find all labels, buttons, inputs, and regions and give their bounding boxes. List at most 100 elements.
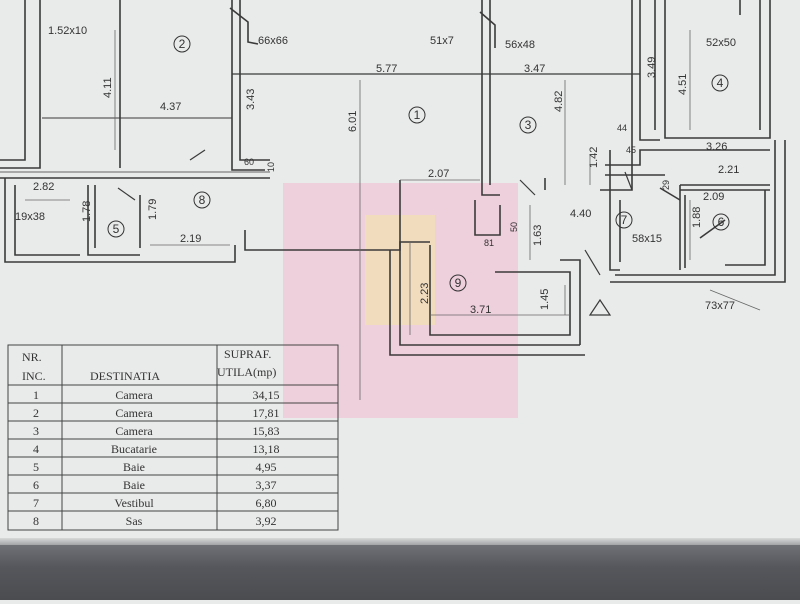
room-number-2: 2 xyxy=(179,37,186,51)
walls xyxy=(0,0,786,356)
dim-label: 1.42 xyxy=(588,147,600,168)
table-cell-nr: 3 xyxy=(33,424,39,438)
room-number-4: 4 xyxy=(717,76,724,90)
dim-label: 73x77 xyxy=(705,300,735,312)
table-cell-destinatia: Vestibul xyxy=(114,496,154,510)
table-row: 4 Bucatarie 13,18 xyxy=(33,442,280,456)
room-marker-7: 7 xyxy=(615,211,633,229)
room-number-5: 5 xyxy=(113,222,120,236)
room-marker-8: 8 xyxy=(193,191,211,209)
room-marker-4: 4 xyxy=(711,74,729,92)
dim-label: 2.23 xyxy=(419,283,431,304)
dim-label: 3.71 xyxy=(470,304,491,316)
dim-label: 19x38 xyxy=(15,211,45,223)
dim-label: 1.78 xyxy=(81,201,93,222)
dim-label: 4.37 xyxy=(160,101,181,113)
dim-label: 2.82 xyxy=(33,181,54,193)
dim-label: 1.88 xyxy=(691,207,703,228)
dim-label: 2.21 xyxy=(718,164,739,176)
monitor-bezel xyxy=(0,545,800,600)
dim-label: 44 xyxy=(617,123,627,133)
dim-label: 45 xyxy=(626,145,636,155)
table-cell-suprafata: 15,83 xyxy=(253,424,280,438)
table-cell-destinatia: Camera xyxy=(115,406,153,420)
dim-label: 3.43 xyxy=(245,89,257,110)
room-marker-2: 2 xyxy=(173,35,191,53)
room-marker-9: 9 xyxy=(449,274,467,292)
dim-label: 50 xyxy=(509,222,519,232)
room-marker-5: 5 xyxy=(107,220,125,238)
table-cell-suprafata: 6,80 xyxy=(256,496,277,510)
table-header-utila: UTILA(mp) xyxy=(217,365,276,379)
screen-edge xyxy=(0,538,800,546)
surface-table: NR. INC. DESTINATIA SUPRAF. UTILA(mp) 1 … xyxy=(7,344,339,531)
room-number-1: 1 xyxy=(414,108,421,122)
dim-label: 3.47 xyxy=(524,63,545,75)
table-cell-suprafata: 3,37 xyxy=(256,478,277,492)
table-cell-destinatia: Sas xyxy=(126,514,143,528)
dim-label: 56x48 xyxy=(505,39,535,51)
dimension-labels: 1.52x10 66x66 51x7 56x48 52x50 5.77 3.47… xyxy=(15,25,739,316)
dim-label: 3.49 xyxy=(646,57,658,78)
dim-label: 2.19 xyxy=(180,233,201,245)
room-numbers: 1 2 3 4 5 6 7 8 9 xyxy=(107,35,730,292)
table-cell-destinatia: Baie xyxy=(123,478,145,492)
dim-label: 4.40 xyxy=(570,208,591,220)
dim-label: 58x15 xyxy=(632,233,662,245)
table-cell-suprafata: 13,18 xyxy=(253,442,280,456)
table-row: 7 Vestibul 6,80 xyxy=(33,496,277,510)
room-number-3: 3 xyxy=(525,118,532,132)
dim-label: 1.63 xyxy=(532,225,544,246)
dim-label: 29 xyxy=(661,180,671,190)
table-row: 2 Camera 17,81 xyxy=(33,406,280,420)
table-cell-suprafata: 17,81 xyxy=(253,406,280,420)
room-marker-3: 3 xyxy=(519,116,537,134)
room-number-7: 7 xyxy=(621,213,628,227)
table-row: 8 Sas 3,92 xyxy=(33,514,277,528)
table-cell-destinatia: Baie xyxy=(123,460,145,474)
dim-label: 3.26 xyxy=(706,141,727,153)
table-header-destinatia: DESTINATIA xyxy=(90,369,160,383)
table-cell-nr: 8 xyxy=(33,514,39,528)
dim-label: 4.11 xyxy=(102,77,114,98)
dim-label: 1.52x10 xyxy=(48,25,87,37)
table-cell-nr: 1 xyxy=(33,388,39,402)
table-header-nr: NR. xyxy=(22,350,42,364)
dim-label: 4.82 xyxy=(553,91,565,112)
dim-label: 81 xyxy=(484,238,494,248)
dim-label: 2.07 xyxy=(428,168,449,180)
table-cell-destinatia: Camera xyxy=(115,388,153,402)
table-cell-destinatia: Camera xyxy=(115,424,153,438)
dim-label: 4.51 xyxy=(677,74,689,95)
table-cell-nr: 4 xyxy=(33,442,39,456)
dim-label: 66x66 xyxy=(258,35,288,47)
room-number-6: 6 xyxy=(718,215,725,229)
dim-label: 5.77 xyxy=(376,63,397,75)
table-cell-suprafata: 4,95 xyxy=(256,460,277,474)
table-row: 6 Baie 3,37 xyxy=(33,478,277,492)
table-cell-destinatia: Bucatarie xyxy=(111,442,157,456)
table-row: 5 Baie 4,95 xyxy=(33,460,277,474)
table-row: 3 Camera 15,83 xyxy=(33,424,280,438)
table-cell-nr: 2 xyxy=(33,406,39,420)
table-header-inc: INC. xyxy=(22,369,46,383)
dim-label: 6.01 xyxy=(347,111,359,132)
room-marker-6: 6 xyxy=(712,213,730,231)
table-row: 1 Camera 34,15 xyxy=(33,388,280,402)
dim-label: 1.79 xyxy=(147,199,159,220)
table-header-supraf: SUPRAF. xyxy=(224,347,271,361)
table-cell-nr: 7 xyxy=(33,496,39,510)
table-cell-suprafata: 34,15 xyxy=(253,388,280,402)
dimension-lines xyxy=(25,30,761,400)
dim-label: 10 xyxy=(266,162,276,172)
dim-label: 60 xyxy=(244,157,254,167)
room-marker-1: 1 xyxy=(408,106,426,124)
dim-label: 1.45 xyxy=(539,289,551,310)
dim-label: 51x7 xyxy=(430,35,454,47)
dim-label: 2.09 xyxy=(703,191,724,203)
table-cell-nr: 5 xyxy=(33,460,39,474)
dim-label: 52x50 xyxy=(706,37,736,49)
table-cell-nr: 6 xyxy=(33,478,39,492)
